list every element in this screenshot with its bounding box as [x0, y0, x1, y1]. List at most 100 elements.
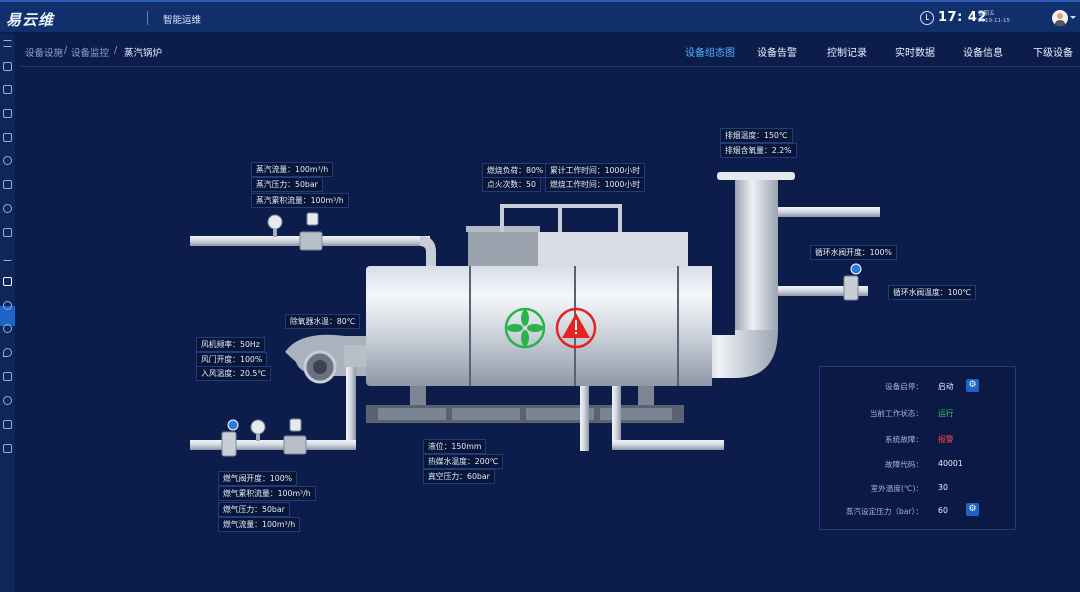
exhaust-branch-pipe — [778, 207, 880, 217]
fan-frequency-label: 风机频率：50Hz — [196, 337, 265, 352]
trend-icon[interactable] — [3, 252, 12, 261]
leaf-icon[interactable] — [3, 156, 12, 165]
map-pin-icon[interactable] — [3, 324, 12, 333]
weekday: 星期五 — [978, 11, 995, 17]
date-display: 星期五 2019-11-15 — [978, 11, 1010, 25]
monitor-icon[interactable] — [3, 109, 12, 118]
circ-valve-temp-label: 循环水阀温度：100℃ — [888, 285, 977, 300]
settings-icon[interactable] — [3, 301, 12, 310]
chimney — [735, 180, 778, 330]
gas-flow-label: 燃气流量：100m³/h — [218, 517, 301, 532]
header-divider-line — [20, 66, 1080, 67]
tab-alarms[interactable]: 设备告警 — [757, 48, 797, 59]
document-icon[interactable] — [3, 228, 12, 237]
date: 2019-11-15 — [978, 18, 1010, 24]
sidebar — [0, 34, 15, 592]
chevron-down-icon[interactable] — [1070, 16, 1076, 19]
steam-pipe — [190, 236, 430, 246]
tab-sub-devices[interactable]: 下级设备 — [1033, 48, 1073, 59]
gear-icon[interactable]: ⚙ — [966, 503, 979, 516]
steam-pressure-label: 蒸汽压力：50bar — [251, 177, 323, 192]
top-bar: 易云维 智能运维 17: 42 星期五 2019-11-15 — [0, 0, 1080, 32]
outdoor-temp-value: 30 — [938, 483, 948, 492]
fan-icon — [504, 307, 546, 349]
database-icon[interactable] — [3, 85, 12, 94]
calendar-icon[interactable] — [3, 420, 12, 429]
gas-pressure-label: 燃气压力：50bar — [218, 502, 290, 517]
fault-code-value: 40001 — [938, 459, 963, 468]
gas-pressure-gauge-icon — [250, 419, 266, 435]
menu-icon[interactable] — [3, 40, 12, 47]
gas-total-flow-label: 燃气累积流量：100m³/h — [218, 486, 316, 501]
gas-pipe — [190, 440, 356, 450]
medium-temp-label: 热媒水温度：200℃ — [423, 454, 504, 469]
steam-set-pressure-key: 蒸汽设定压力（bar）： — [845, 507, 923, 516]
damper-open-label: 风门开度：100% — [196, 352, 268, 367]
exhaust-temp-label: 排烟温度：150℃ — [720, 128, 793, 143]
copy-icon[interactable] — [3, 372, 12, 381]
breadcrumb-item[interactable]: 设备监控 — [71, 48, 110, 59]
device-list-icon[interactable] — [3, 277, 12, 286]
ignition-count-label: 点火次数：50 — [482, 177, 541, 192]
tab-topology[interactable]: 设备组态图 — [685, 48, 735, 59]
current-time: 17: 42 — [938, 10, 987, 25]
liquid-level-label: 液位：150mm — [423, 439, 487, 454]
breadcrumb-current: 蒸汽锅炉 — [124, 48, 163, 59]
fault-code-key: 故障代码： — [885, 460, 923, 469]
tab-device-info[interactable]: 设备信息 — [963, 48, 1003, 59]
tab-realtime-data[interactable]: 实时数据 — [895, 48, 935, 59]
clock-icon — [920, 11, 934, 25]
gas-valve-icon — [227, 419, 239, 431]
burner — [285, 334, 366, 376]
gas-flow-meter-icon — [289, 418, 302, 432]
vacuum-pressure-label: 真空压力：60bar — [423, 469, 495, 484]
boiler-base — [366, 405, 684, 423]
outdoor-temp-key: 室外温度(℃)： — [870, 484, 923, 493]
burn-load-label: 燃烧负荷：80% — [482, 163, 549, 178]
valve-icon — [850, 263, 862, 275]
steam-total-flow-label: 蒸汽累积流量：100m³/h — [251, 193, 349, 208]
gas-valve-open-label: 燃气阀开度：100% — [218, 471, 298, 486]
apps-icon[interactable] — [3, 444, 12, 453]
breadcrumb-separator: / — [64, 45, 68, 56]
deaerator-temp-label: 除氧器水温：80℃ — [285, 314, 361, 329]
system-name[interactable]: 智能运维 — [163, 15, 202, 26]
work-status-value: 运行 — [938, 409, 954, 418]
boiler-drum — [366, 266, 682, 386]
app-logo: 易云维 — [6, 11, 55, 29]
status-panel: 设备启停： 启动 ⚙ 当前工作状态： 运行 系统故障： 报警 故障代码： 400… — [819, 366, 1016, 530]
system-fault-key: 系统故障： — [885, 435, 923, 444]
steam-flow-label: 蒸汽流量：100m³/h — [251, 162, 334, 177]
work-status-key: 当前工作状态： — [869, 409, 923, 418]
alarm-icon — [555, 307, 597, 349]
drop-icon[interactable] — [3, 348, 12, 357]
header-divider — [147, 11, 148, 25]
steam-pipe-elbow — [420, 236, 436, 266]
location-icon[interactable] — [3, 204, 12, 213]
tab-control-records[interactable]: 控制记录 — [827, 48, 867, 59]
device-start-stop-value: 启动 — [938, 382, 954, 391]
circulation-pipe — [778, 286, 868, 296]
sidebar-active-indicator — [0, 306, 15, 326]
gear-icon[interactable]: ⚙ — [966, 379, 979, 392]
flow-meter-icon — [306, 212, 319, 226]
steam-set-pressure-value: 60 — [938, 506, 948, 515]
report-icon[interactable] — [3, 133, 12, 142]
device-start-stop-key: 设备启停： — [885, 382, 923, 391]
breadcrumb-item[interactable]: 设备设施 — [25, 48, 64, 59]
breadcrumb-separator: / — [114, 45, 118, 56]
user-avatar[interactable] — [1052, 10, 1068, 26]
total-work-time-label: 累计工作时间：1000小时 — [545, 163, 646, 178]
control-cabinet-light — [538, 232, 688, 268]
home-icon[interactable] — [3, 62, 12, 71]
chimney-elbow — [680, 330, 778, 378]
pressure-gauge-icon — [267, 214, 283, 230]
burn-work-time-label: 燃烧工作时间：1000小时 — [545, 177, 646, 192]
chimney-cap — [717, 172, 795, 180]
system-fault-value: 报警 — [938, 435, 954, 444]
user-icon[interactable] — [3, 396, 12, 405]
grid-icon[interactable] — [3, 180, 12, 189]
control-cabinet-dark — [468, 230, 540, 268]
inlet-air-temp-label: 入风温度：20.5℃ — [196, 366, 272, 381]
exhaust-oxygen-label: 排烟含氧量：2.2% — [720, 143, 797, 158]
